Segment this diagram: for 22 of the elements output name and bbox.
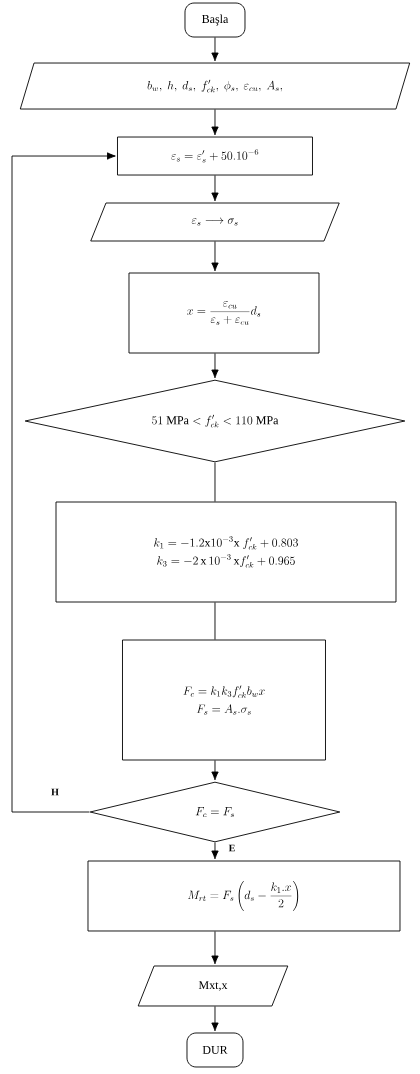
terminal-box: DUR <box>186 1032 244 1068</box>
arrow <box>211 1006 219 1032</box>
arrow <box>211 842 219 860</box>
process-box: $M_{rt} = F_s \left(d_s - \frac{k_1.x}{2}\right)$ <box>87 860 401 932</box>
arrow <box>211 931 219 965</box>
process-box: $x = \frac{\varepsilon_{cu}}{\varepsilon_s + \varepsilon_{cu}} d_s$ <box>128 272 320 354</box>
edge-label: H <box>51 788 59 796</box>
terminal-box: Başla <box>184 2 246 38</box>
arrow <box>11 152 116 813</box>
edge-label: E <box>228 844 235 852</box>
arrow <box>211 241 219 272</box>
arrow <box>211 175 219 202</box>
process-box: $\varepsilon_s = \varepsilon'_s + 50.10^{-6}$ <box>117 136 313 176</box>
input-parallelogram: $b_w,\ h,\ d_s,\ f'_{ck},\ \phi_s,\ \varepsilon_{cu},\ A_s,$ <box>19 62 411 110</box>
arrow <box>211 760 219 781</box>
output-parallelogram: Mxt,x <box>137 965 289 1007</box>
process-box: $k_1 = -1.2\mathrm{x}10^{-3}\mathrm{x}\ f'_{ck} + 0.803$ $k_3 = -2\,\mathrm{x}\,10^{-3}\,\mathrm{x}f'_{ck} + 0.965$ <box>55 501 397 603</box>
input-parallelogram: $\varepsilon_s \longrightarrow \sigma_s$ <box>90 202 340 242</box>
arrow <box>211 353 219 379</box>
arrow <box>211 109 219 136</box>
arrow <box>211 37 219 62</box>
process-box: $F_c = k_1 k_3 f'_{ck} b_w x$ $F_s = A_s.\sigma_s$ <box>122 639 326 761</box>
